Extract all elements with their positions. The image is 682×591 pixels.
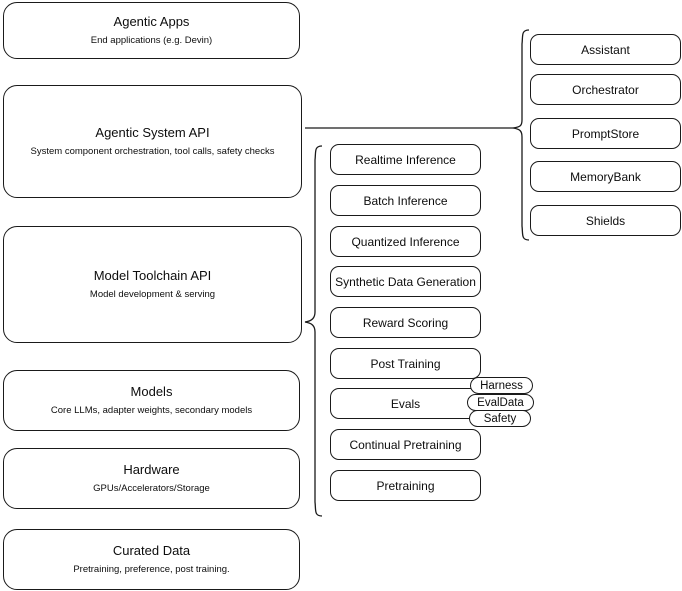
layer-title: Models bbox=[130, 384, 173, 400]
layer-title: Agentic System API bbox=[95, 125, 210, 141]
layer-model-toolchain-api[interactable]: Model Toolchain API Model development & … bbox=[3, 226, 302, 343]
layer-title: Curated Data bbox=[112, 543, 191, 559]
layer-subtitle: System component orchestration, tool cal… bbox=[30, 145, 275, 157]
component-label: Orchestrator bbox=[572, 82, 639, 97]
component-promptstore[interactable]: PromptStore bbox=[530, 118, 681, 149]
capability-label: Evals bbox=[390, 396, 421, 411]
component-memorybank[interactable]: MemoryBank bbox=[530, 161, 681, 192]
capability-label: Continual Pretraining bbox=[349, 437, 462, 452]
layer-agentic-apps[interactable]: Agentic Apps End applications (e.g. Devi… bbox=[3, 2, 300, 59]
layer-curated-data[interactable]: Curated Data Pretraining, preference, po… bbox=[3, 529, 300, 590]
capability-post-training[interactable]: Post Training bbox=[330, 348, 481, 379]
capability-label: Pretraining bbox=[376, 478, 435, 493]
evals-tag-harness[interactable]: Harness bbox=[470, 377, 533, 394]
capability-label: Batch Inference bbox=[363, 193, 448, 208]
component-shields[interactable]: Shields bbox=[530, 205, 681, 236]
capability-evals[interactable]: Evals bbox=[330, 388, 481, 419]
capability-quantized-inference[interactable]: Quantized Inference bbox=[330, 226, 481, 257]
layer-title: Hardware bbox=[123, 462, 180, 478]
capability-pretraining[interactable]: Pretraining bbox=[330, 470, 481, 501]
capability-continual-pretraining[interactable]: Continual Pretraining bbox=[330, 429, 481, 460]
evals-tag-label: Harness bbox=[480, 379, 523, 392]
layer-subtitle: End applications (e.g. Devin) bbox=[90, 34, 213, 46]
component-label: MemoryBank bbox=[570, 169, 641, 184]
component-orchestrator[interactable]: Orchestrator bbox=[530, 74, 681, 105]
evals-tag-evaldata[interactable]: EvalData bbox=[467, 394, 534, 411]
layer-hardware[interactable]: Hardware GPUs/Accelerators/Storage bbox=[3, 448, 300, 509]
capability-label: Reward Scoring bbox=[362, 315, 449, 330]
component-label: Assistant bbox=[581, 42, 630, 57]
layer-title: Agentic Apps bbox=[113, 14, 190, 30]
layer-subtitle: Model development & serving bbox=[89, 288, 216, 300]
component-assistant[interactable]: Assistant bbox=[530, 34, 681, 65]
layer-subtitle: Core LLMs, adapter weights, secondary mo… bbox=[50, 404, 253, 416]
layer-subtitle: GPUs/Accelerators/Storage bbox=[93, 482, 210, 494]
capability-label: Synthetic Data Generation bbox=[335, 274, 476, 289]
capability-reward-scoring[interactable]: Reward Scoring bbox=[330, 307, 481, 338]
capability-label: Post Training bbox=[370, 356, 441, 371]
layer-title: Model Toolchain API bbox=[93, 268, 212, 284]
component-label: PromptStore bbox=[571, 126, 640, 141]
evals-tag-label: Safety bbox=[483, 412, 517, 425]
evals-tag-label: EvalData bbox=[477, 396, 524, 409]
layer-models[interactable]: Models Core LLMs, adapter weights, secon… bbox=[3, 370, 300, 431]
capability-batch-inference[interactable]: Batch Inference bbox=[330, 185, 481, 216]
capability-label: Realtime Inference bbox=[355, 152, 456, 167]
capability-realtime-inference[interactable]: Realtime Inference bbox=[330, 144, 481, 175]
layer-agentic-system-api[interactable]: Agentic System API System component orch… bbox=[3, 85, 302, 198]
component-label: Shields bbox=[585, 213, 626, 228]
capability-label: Quantized Inference bbox=[351, 234, 460, 249]
capability-synthetic-data-generation[interactable]: Synthetic Data Generation bbox=[330, 266, 481, 297]
layer-subtitle: Pretraining, preference, post training. bbox=[73, 563, 230, 575]
evals-tag-safety[interactable]: Safety bbox=[469, 410, 531, 427]
